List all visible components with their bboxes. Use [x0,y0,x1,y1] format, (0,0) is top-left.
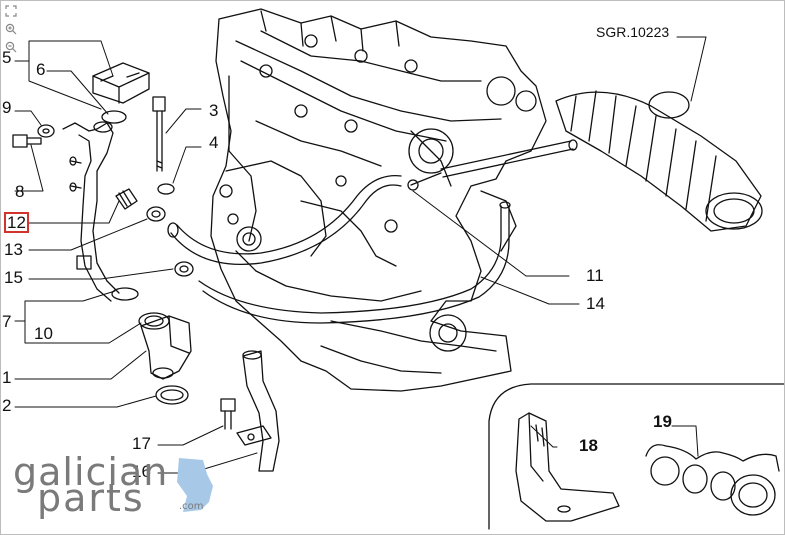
part-label-13[interactable]: 13 [4,240,23,259]
part-label-2[interactable]: 2 [2,396,12,415]
part-9-washer [37,124,55,138]
part-15-clamp [174,261,194,277]
map-shape-icon [177,458,213,512]
part-13-clamp [146,206,166,222]
part-3-bolt [152,96,166,172]
part-label-4[interactable]: 4 [209,133,219,152]
part-16-pipe [236,350,280,472]
part-17-bolt [220,398,236,430]
zoom-in-icon[interactable] [5,23,19,37]
part-label-18[interactable]: 18 [579,436,598,455]
part-label-15[interactable]: 15 [4,268,23,287]
part-label-17[interactable]: 17 [132,434,151,453]
part-label-8[interactable]: 8 [15,182,25,201]
part-label-16[interactable]: 16 [132,462,151,481]
hose-14 [198,201,511,324]
part-2-gasket [155,385,189,405]
part-label-3[interactable]: 3 [209,101,219,120]
coolant-pipe [62,121,120,302]
part-4-washer [157,183,175,195]
part-label-10[interactable]: 10 [34,324,53,343]
part-12-sensor [115,188,138,210]
part-label-14[interactable]: 14 [586,294,605,313]
reference-label: SGR.10223 [596,24,670,40]
part-5-gasket [101,110,127,124]
part-label-6[interactable]: 6 [36,60,46,79]
part-label-19[interactable]: 19 [653,412,672,431]
fit-view-icon[interactable] [5,5,19,19]
part-1-housing [140,315,192,380]
watermark-line-1: galician [13,450,169,494]
part-label-7[interactable]: 7 [2,312,12,331]
part-18-bracket [515,412,620,522]
intake-hose [555,90,763,232]
part-8-screw [12,134,42,148]
part-label-12[interactable]: 12 [4,212,29,233]
part-label-1[interactable]: 1 [2,368,12,387]
watermark-suffix: .com [179,501,204,512]
hose-11 [167,175,402,266]
inset-border [488,383,784,530]
leader-lines [14,36,707,474]
part-label-11[interactable]: 11 [586,266,604,285]
rail-pipe [407,139,578,191]
part-19-clamp-strip [645,444,780,516]
part-label-5[interactable]: 5 [2,48,12,67]
part-6-cover [92,62,150,104]
zoom-out-icon[interactable] [5,41,19,55]
engine-block [210,8,547,392]
watermark-line-2: parts [37,476,145,520]
part-label-9[interactable]: 9 [2,98,12,117]
